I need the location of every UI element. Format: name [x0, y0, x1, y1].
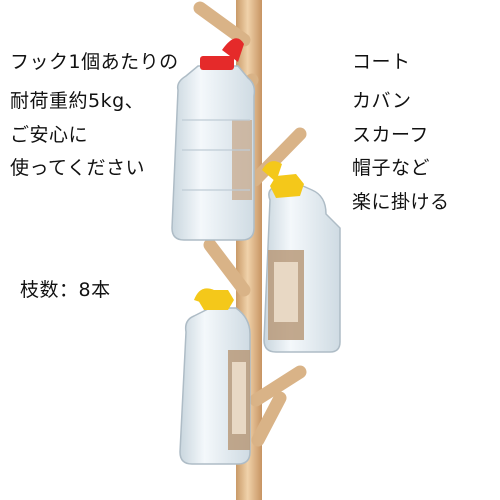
bottle-red-cap	[171, 38, 256, 241]
capacity-line-3: ご安心に	[10, 124, 89, 146]
capacity-line-1: フック1個あたりの	[10, 51, 179, 73]
capacity-line-2: 耐荷重約5kg、	[10, 90, 145, 112]
hook-7	[251, 391, 287, 447]
branch-count: 枝数：8本	[20, 279, 111, 301]
hook-4	[203, 238, 251, 297]
hook-3	[248, 127, 307, 187]
use-item-hat: 帽子など	[352, 157, 431, 179]
use-item-hang: 楽に掛ける	[352, 191, 450, 213]
capacity-line-4: 使ってください	[10, 157, 145, 179]
use-item-coat: コート	[352, 51, 411, 73]
use-item-scarf: スカーフ	[352, 124, 429, 146]
hook-6	[249, 365, 307, 407]
hook-1	[193, 1, 251, 47]
bottle-yellow-cap-bottom	[179, 288, 251, 465]
use-item-bag: カバン	[352, 90, 412, 112]
bottle-yellow-cap-right	[262, 161, 341, 353]
